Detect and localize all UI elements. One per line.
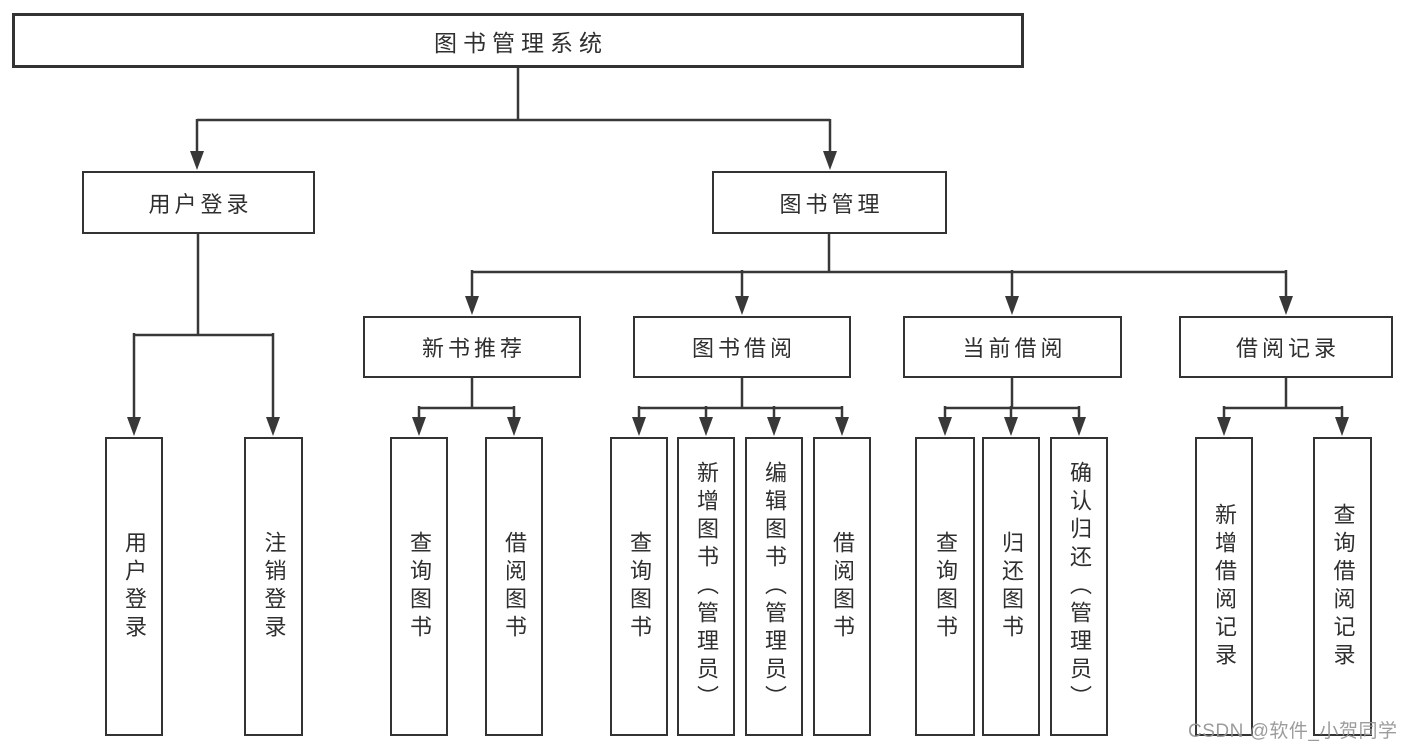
leaf-logout-label: 注销登录	[261, 530, 287, 643]
leaf-record-add: 新增借阅记录	[1195, 437, 1253, 736]
arrowhead-icon	[190, 151, 204, 170]
leaf-newbook-query-label: 查询图书	[407, 530, 432, 643]
arrowhead-icon	[1072, 417, 1086, 436]
node-new-book-label: 新书推荐	[421, 336, 526, 361]
leaf-record-add-label: 新增借阅记录	[1212, 502, 1237, 671]
connector-root-to-level2	[190, 68, 837, 170]
node-current-borrow-label: 当前借阅	[962, 336, 1067, 361]
leaf-user-login: 用户登录	[105, 437, 163, 736]
node-root: 图书管理系统	[12, 13, 1024, 68]
arrowhead-icon	[507, 417, 521, 436]
arrowhead-icon	[1335, 417, 1349, 436]
arrowhead-icon	[412, 417, 426, 436]
arrowhead-icon	[735, 296, 749, 315]
leaf-current-confirm-label: 确认归还（管理员）	[1067, 460, 1092, 713]
arrowhead-icon	[699, 417, 713, 436]
connector-book-borrow-to-leaves	[632, 378, 849, 436]
arrowhead-icon	[127, 417, 141, 436]
leaf-borrow-borrow: 借阅图书	[813, 437, 871, 736]
connector-book-mgmt-to-level3	[465, 234, 1293, 315]
node-user-login-label: 用户登录	[148, 191, 253, 217]
leaf-current-return-label: 归还图书	[999, 530, 1024, 643]
arrowhead-icon	[1217, 417, 1231, 436]
connector-borrow-record-to-leaves	[1217, 378, 1349, 436]
arrowhead-icon	[1004, 417, 1018, 436]
node-borrow-record-label: 借阅记录	[1235, 336, 1340, 361]
node-user-login: 用户登录	[82, 171, 315, 234]
arrowhead-icon	[823, 151, 837, 170]
node-root-label: 图书管理系统	[434, 29, 608, 56]
leaf-newbook-borrow-label: 借阅图书	[502, 530, 527, 643]
node-current-borrow: 当前借阅	[903, 316, 1122, 378]
arrowhead-icon	[1005, 296, 1019, 315]
arrowhead-icon	[1279, 296, 1293, 315]
leaf-current-confirm: 确认归还（管理员）	[1050, 437, 1108, 736]
connector-user-login-to-leaves	[127, 234, 280, 436]
arrowhead-icon	[632, 417, 646, 436]
node-book-borrow-label: 图书借阅	[691, 336, 796, 361]
node-borrow-record: 借阅记录	[1179, 316, 1393, 378]
arrowhead-icon	[938, 417, 952, 436]
node-book-mgmt-label: 图书管理	[779, 191, 884, 217]
leaf-current-query-label: 查询图书	[933, 530, 958, 643]
leaf-borrow-query-label: 查询图书	[627, 530, 652, 643]
leaf-borrow-add-label: 新增图书（管理员）	[694, 460, 719, 713]
node-book-mgmt: 图书管理	[712, 171, 947, 234]
leaf-current-query: 查询图书	[915, 437, 975, 736]
leaf-record-query: 查询借阅记录	[1313, 437, 1372, 736]
connector-current-borrow-to-leaves	[938, 378, 1086, 436]
arrowhead-icon	[266, 417, 280, 436]
arrowhead-icon	[465, 296, 479, 315]
leaf-newbook-borrow: 借阅图书	[485, 437, 543, 736]
leaf-newbook-query: 查询图书	[390, 437, 448, 736]
leaf-borrow-query: 查询图书	[610, 437, 668, 736]
node-book-borrow: 图书借阅	[633, 316, 851, 378]
arrowhead-icon	[835, 417, 849, 436]
leaf-borrow-borrow-label: 借阅图书	[830, 530, 855, 643]
connector-new-book-to-leaves	[412, 378, 521, 436]
node-new-book: 新书推荐	[363, 316, 581, 378]
leaf-borrow-edit-label: 编辑图书（管理员）	[762, 460, 787, 713]
leaf-record-query-label: 查询借阅记录	[1330, 502, 1356, 671]
leaf-user-login-label: 用户登录	[122, 530, 147, 643]
arrowhead-icon	[767, 417, 781, 436]
watermark: CSDN @软件_小贺同学	[1188, 721, 1398, 742]
leaf-borrow-add: 新增图书（管理员）	[677, 437, 735, 736]
leaf-logout: 注销登录	[244, 437, 303, 736]
leaf-current-return: 归还图书	[982, 437, 1040, 736]
leaf-borrow-edit: 编辑图书（管理员）	[745, 437, 803, 736]
